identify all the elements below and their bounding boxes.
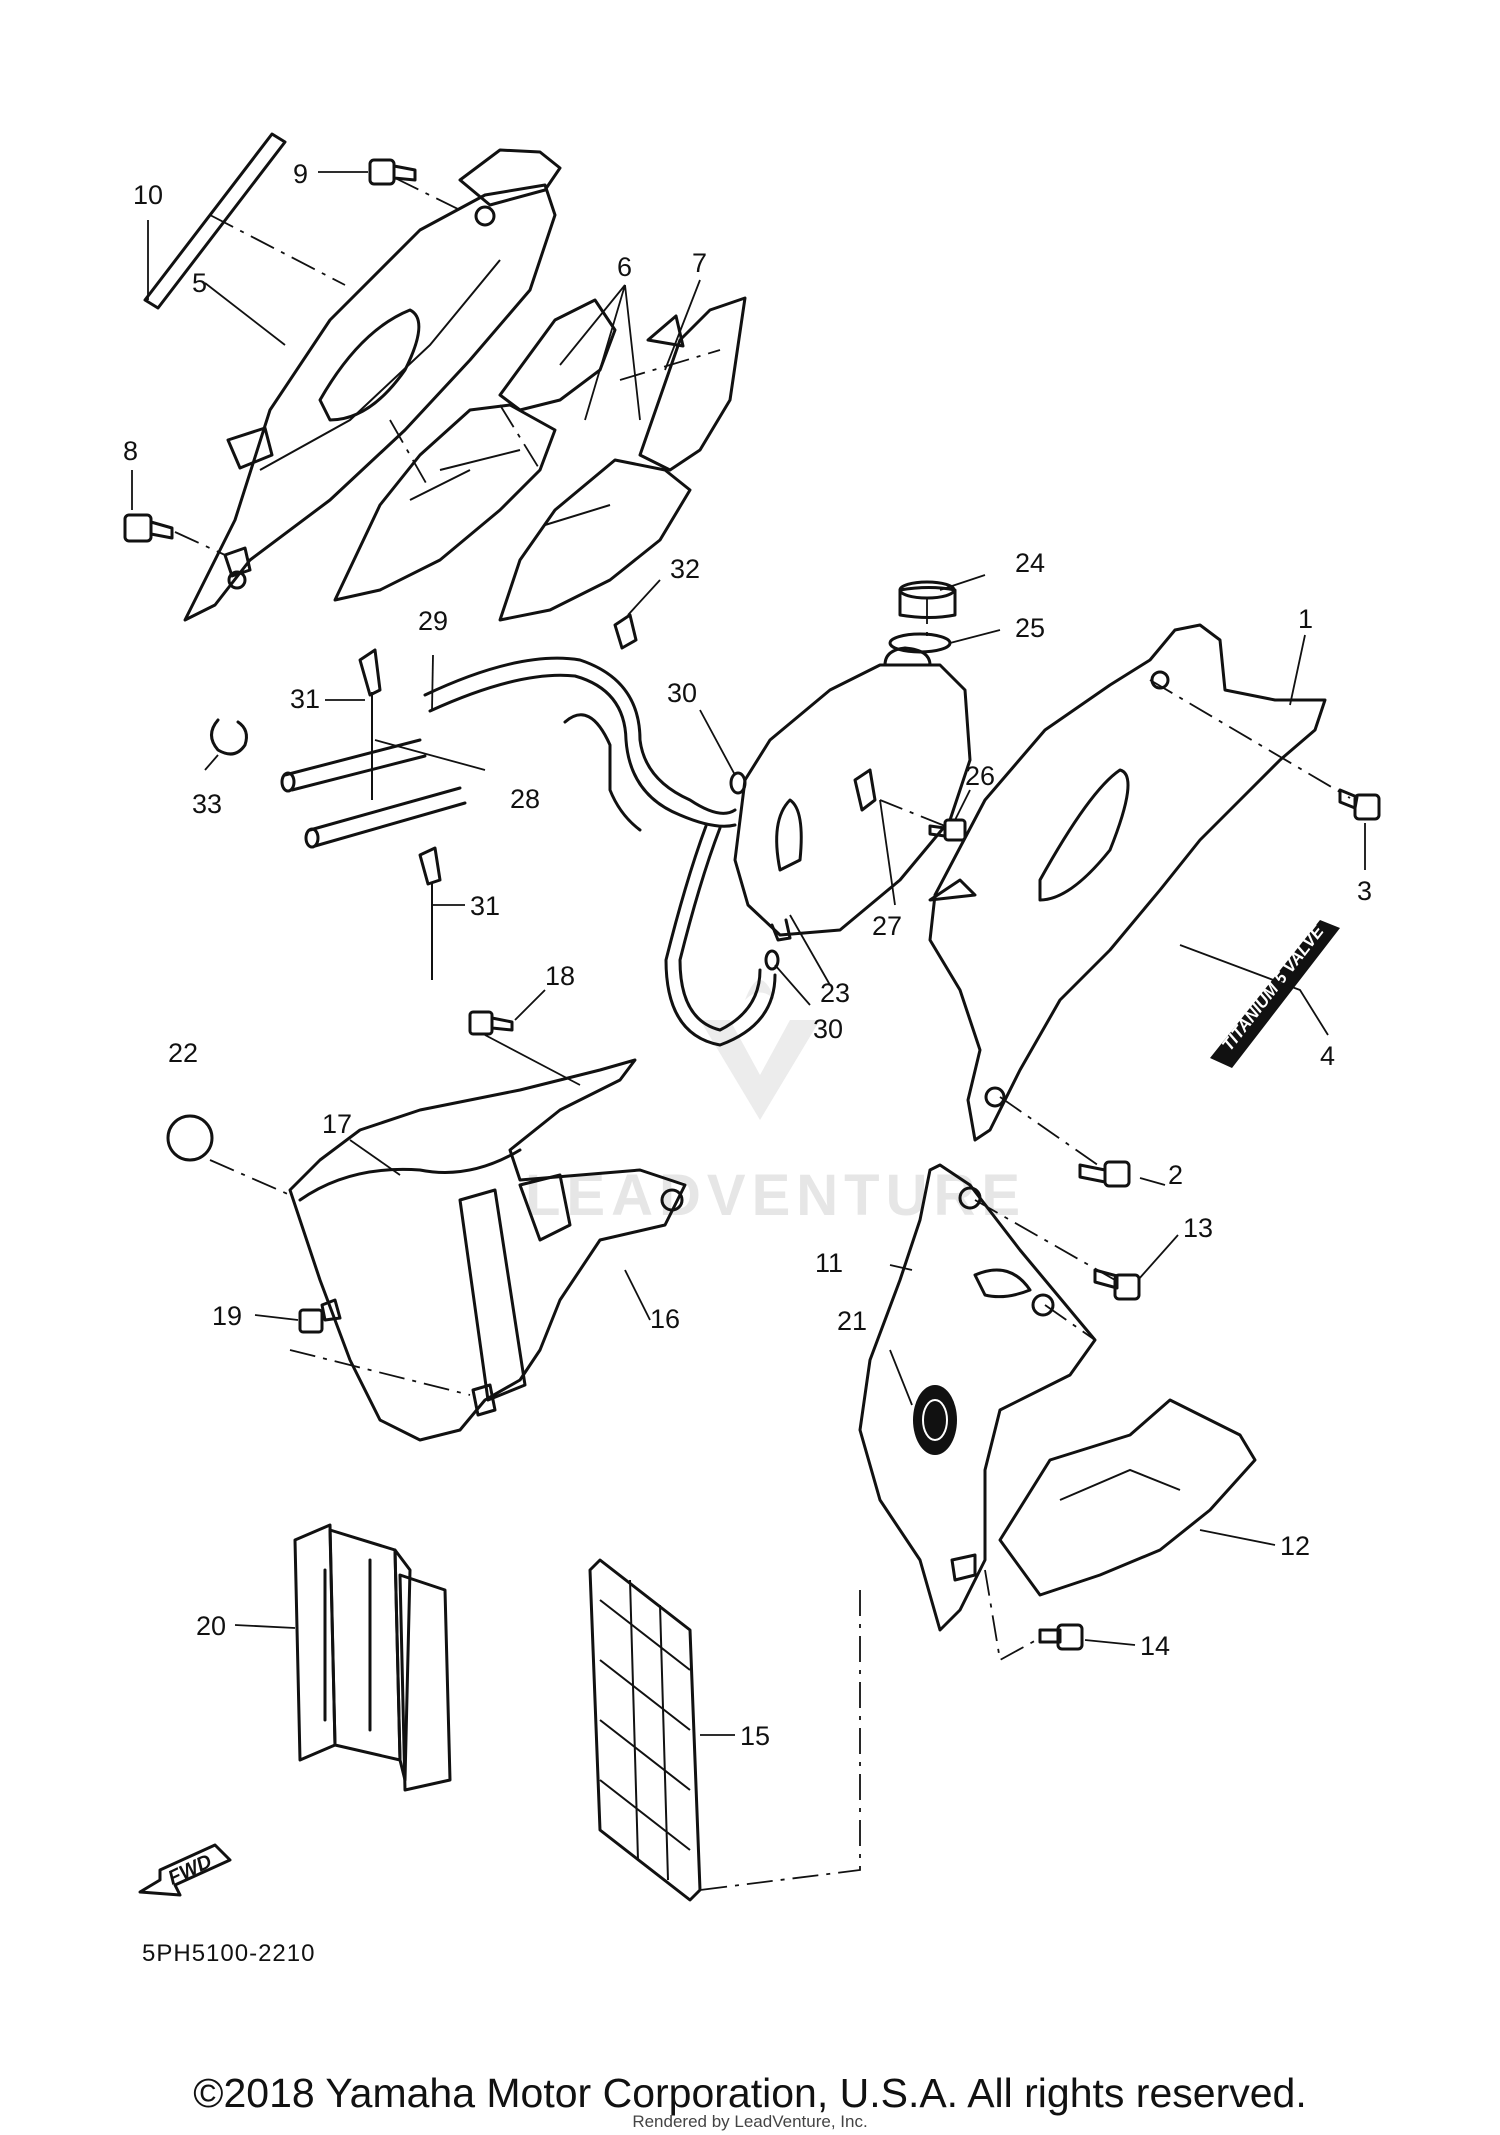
callout-17: 17: [322, 1109, 352, 1139]
callout-16: 16: [650, 1304, 680, 1334]
part-23-tank: [733, 646, 972, 942]
callout-13: 13: [1183, 1213, 1213, 1243]
callout-18: 18: [545, 961, 575, 991]
callouts: 1 2 3 4 5 6 7 8 9 10 11 12 13 14 15 16 1…: [123, 159, 1372, 1751]
part-19-bolt: [298, 1298, 342, 1334]
part-25-seal: [888, 632, 952, 654]
callout-29: 29: [418, 606, 448, 636]
part-6-panels: [333, 298, 692, 622]
callout-21: 21: [837, 1306, 867, 1336]
part-28-29-hoses: [280, 656, 777, 1047]
callout-23: 23: [820, 978, 850, 1008]
callout-30-lower: 30: [813, 1014, 843, 1044]
part-21-emblem: [913, 1385, 957, 1455]
part-13-bolt: [1093, 1268, 1141, 1301]
watermark: LEADVENTURE: [525, 980, 1020, 1228]
part-11-cover: [858, 1163, 1097, 1632]
callout-4: 4: [1320, 1041, 1335, 1071]
callout-6: 6: [617, 252, 632, 282]
part-9-bolt: [368, 158, 417, 186]
part-22-grommet: [166, 1114, 214, 1162]
callout-1: 1: [1298, 604, 1313, 634]
callout-27: 27: [872, 911, 902, 941]
callout-9: 9: [293, 159, 308, 189]
callout-31-upper: 31: [290, 684, 320, 714]
callout-15: 15: [740, 1721, 770, 1751]
callout-12: 12: [1280, 1531, 1310, 1561]
callout-24: 24: [1015, 548, 1045, 578]
part-5-cover: [183, 148, 562, 622]
part-8-bolt: [123, 513, 174, 543]
callout-30-upper: 30: [667, 678, 697, 708]
part-33-clip: [210, 718, 248, 756]
part-17-shroud: [288, 1058, 687, 1442]
callout-32: 32: [670, 554, 700, 584]
part-14-bolt: [1038, 1623, 1084, 1651]
callout-28: 28: [510, 784, 540, 814]
diagram-code: 5PH5100-2210: [142, 1940, 316, 1967]
part-30-clamps: [729, 771, 780, 971]
callout-19: 19: [212, 1301, 242, 1331]
rendered-by-credit: Rendered by LeadVenture, Inc.: [632, 2112, 868, 2131]
callout-22: 22: [168, 1038, 198, 1068]
part-15-grille: [588, 1558, 702, 1902]
callout-3: 3: [1357, 876, 1372, 906]
callout-5: 5: [192, 268, 207, 298]
fwd-arrow-icon: FWD: [138, 1843, 232, 1897]
callout-25: 25: [1015, 613, 1045, 643]
callout-10: 10: [133, 180, 163, 210]
decal-text: TITANIUM 5 VALVE: [1218, 921, 1328, 1054]
part-3-bolt: [1338, 788, 1381, 821]
callout-20: 20: [196, 1611, 226, 1641]
part-1-side-cover: [928, 623, 1327, 1142]
callout-11: 11: [815, 1248, 843, 1278]
callout-8: 8: [123, 436, 138, 466]
part-10-strip: [143, 132, 287, 310]
callout-7: 7: [692, 248, 707, 278]
assembly-lines: [174, 177, 1351, 1891]
part-31-32-clamps: [358, 613, 638, 980]
callout-2: 2: [1168, 1160, 1183, 1190]
part-18-bolt: [468, 1010, 514, 1036]
part-20-louver: [293, 1523, 452, 1792]
part-7-panel: [638, 296, 747, 472]
part-12-decal: [998, 1398, 1257, 1597]
callout-33: 33: [192, 789, 222, 819]
callout-14: 14: [1140, 1631, 1170, 1661]
part-2-bolt: [1078, 1160, 1131, 1188]
callout-31-lower: 31: [470, 891, 500, 921]
callout-26: 26: [965, 761, 995, 791]
leader-lines: [131, 171, 1366, 1736]
copyright-notice: ©2018 Yamaha Motor Corporation, U.S.A. A…: [193, 2070, 1307, 2116]
